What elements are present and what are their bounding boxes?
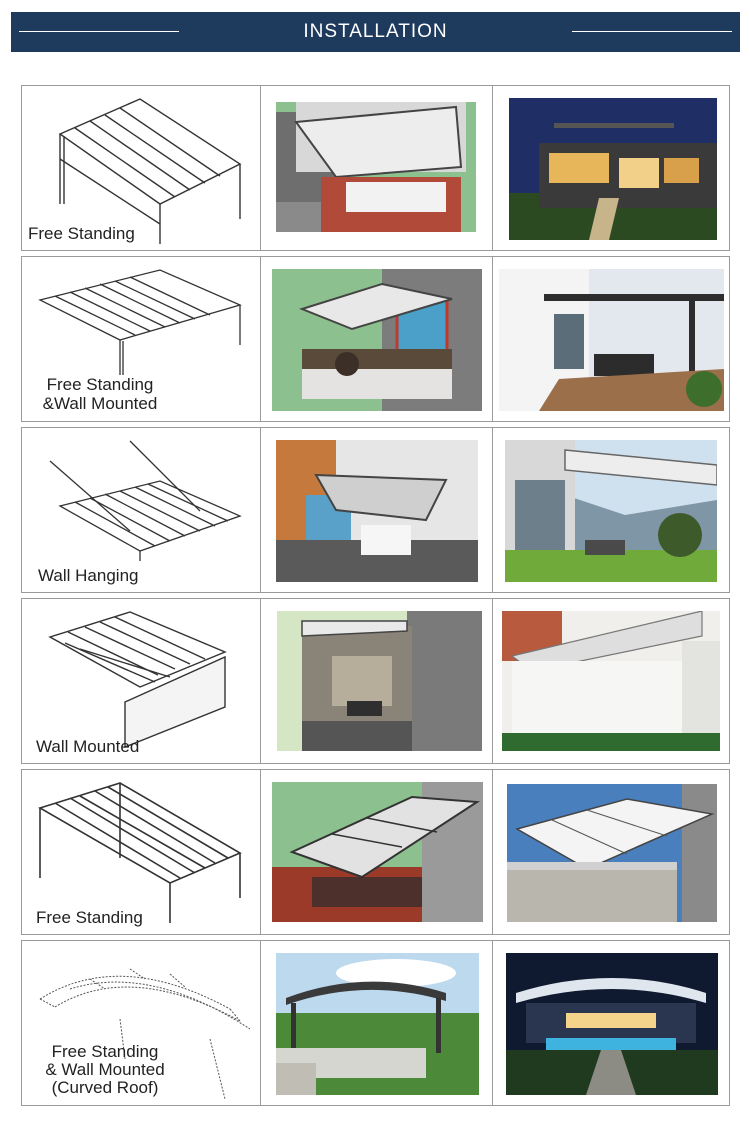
banner-rule-left [19,31,179,32]
render-image [276,953,479,1095]
render-cell [260,941,492,1105]
photo-cell [492,770,729,934]
free-standing-wall-mounted-drawing [38,269,242,375]
render-image [276,440,478,582]
wall-mounted-drawing [48,611,227,749]
installation-row: Free Standing [21,769,730,935]
photo-cell [492,86,729,250]
render-cell [260,770,492,934]
render-image [272,269,482,411]
installation-row: Free Standing &Wall Mounted [21,256,730,422]
installation-row: Wall Hanging [21,427,730,593]
render-cell [260,86,492,250]
row-label: Free Standing [28,224,135,243]
row-label: Wall Mounted [36,737,140,756]
line-drawing-cell: Free Standing & Wall Mounted (Curved Roo… [22,941,260,1105]
photo-cell [492,599,729,763]
row-label: Wall Hanging [38,566,139,585]
photo-cell [492,941,729,1105]
curved-roof-drawing [39,968,250,1099]
photo-image [506,953,718,1095]
line-drawing-cell: Wall Mounted [22,599,260,763]
photo-image [509,98,717,240]
row-label: Free Standing [36,908,143,927]
line-drawing-cell: Free Standing &Wall Mounted [22,257,260,421]
free-standing-drawing [58,98,242,244]
header-banner: INSTALLATION [11,12,740,52]
photo-cell [492,257,729,421]
render-cell [260,257,492,421]
render-image [276,102,476,232]
row-label: Free Standing &Wall Mounted [42,375,158,413]
photo-image [502,611,720,751]
photo-cell [492,428,729,592]
row-label: Free Standing & Wall Mounted (Curved Roo… [45,1042,165,1097]
line-drawing-cell: Free Standing [22,770,260,934]
photo-image [507,784,717,922]
photo-image [505,440,717,582]
banner-rule-right [572,31,732,32]
render-cell [260,599,492,763]
installation-row: Free Standing & Wall Mounted (Curved Roo… [21,940,730,1106]
free-standing-gable-drawing [38,782,242,923]
photo-image [499,269,724,411]
render-image [277,611,482,751]
installation-row: Free Standing [21,85,730,251]
wall-hanging-drawing [49,440,242,561]
line-drawing-cell: Wall Hanging [22,428,260,592]
render-image [272,782,483,922]
installation-row: Wall Mounted [21,598,730,764]
line-drawing-cell: Free Standing [22,86,260,250]
render-cell [260,428,492,592]
page-title: INSTALLATION [303,21,448,42]
